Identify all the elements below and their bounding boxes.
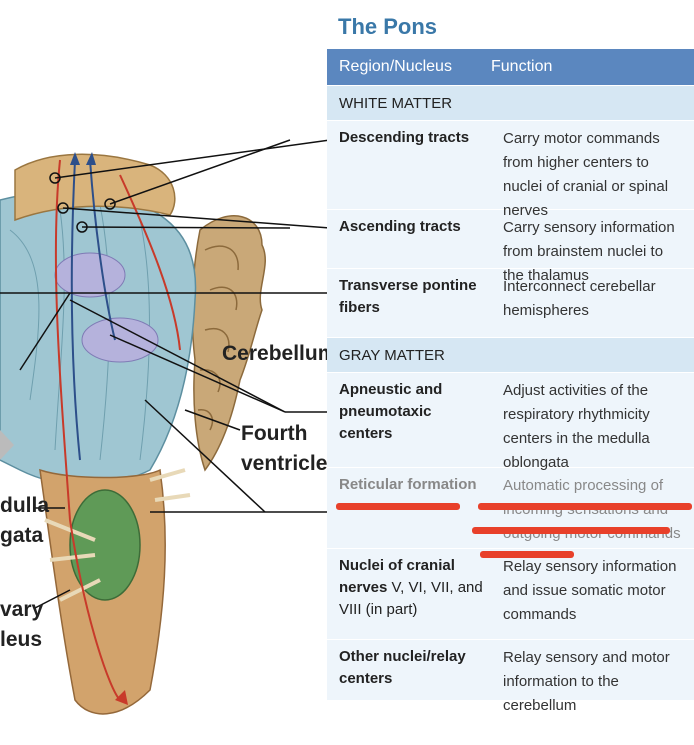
brainstem-diagram: Cerebellum Fourth ventricle dulla gata v…	[0, 0, 336, 745]
table-row: Nuclei of cranial nerves V, VI, VII, and…	[327, 548, 694, 639]
page-title: The Pons	[338, 14, 438, 39]
row-region-bold: Nuclei of cranial nerves	[339, 557, 455, 596]
table-row: Other nuclei/relay centers Relay sensory…	[327, 639, 694, 714]
row-function: Adjust activities of the respiratory rhy…	[503, 382, 650, 471]
pons-table: Region/Nucleus Function WHITE MATTER Des…	[327, 49, 694, 714]
row-function: Relay sensory and motor information to t…	[503, 649, 670, 714]
header-region: Region/Nucleus	[339, 58, 452, 75]
label-fourth-ventricle-1: Fourth	[241, 422, 308, 445]
section-white-matter: WHITE MATTER	[327, 85, 694, 120]
table-row: Transverse pontine fibers Interconnect c…	[327, 268, 694, 337]
row-region: Transverse pontine fibers	[339, 277, 477, 316]
row-region-rest: V, VI, VII, and VIII (in part)	[339, 579, 483, 618]
row-region: Nuclei of cranial nerves V, VI, VII, and…	[327, 549, 489, 639]
table-row: Descending tracts Carry motor commands f…	[327, 120, 694, 219]
redaction-stroke	[472, 527, 670, 534]
row-region: Reticular formation	[339, 476, 477, 493]
header-function: Function	[491, 58, 553, 75]
label-cerebellum: Cerebellum	[222, 342, 337, 365]
label-medulla-2: gata	[0, 524, 44, 547]
label-fourth-ventricle-2: ventricle	[241, 452, 328, 475]
row-region: Other nuclei/relay centers	[339, 648, 466, 687]
table-header: Region/Nucleus Function	[327, 49, 694, 85]
row-function: Interconnect cerebellar hemispheres	[503, 278, 656, 319]
section-gray-matter: GRAY MATTER	[327, 337, 694, 372]
row-region: Descending tracts	[339, 129, 470, 146]
redaction-stroke	[480, 551, 574, 558]
label-olivary-2: leus	[0, 628, 43, 651]
label-medulla-1: dulla	[0, 494, 50, 517]
redaction-stroke	[478, 503, 692, 510]
row-function: Relay sensory information and issue soma…	[503, 558, 677, 623]
row-region: Apneustic and pneumotaxic centers	[339, 381, 443, 442]
row-function: Carry sensory information from brainstem…	[503, 219, 675, 284]
table-row: Apneustic and pneumotaxic centers Adjust…	[327, 372, 694, 471]
table-row: Ascending tracts Carry sensory informati…	[327, 209, 694, 284]
redaction-stroke	[336, 503, 460, 510]
brainstem-illustration	[0, 139, 330, 715]
label-olivary-1: vary	[0, 598, 44, 621]
row-region: Ascending tracts	[339, 218, 461, 235]
row-function: Carry motor commands from higher centers…	[503, 130, 669, 219]
